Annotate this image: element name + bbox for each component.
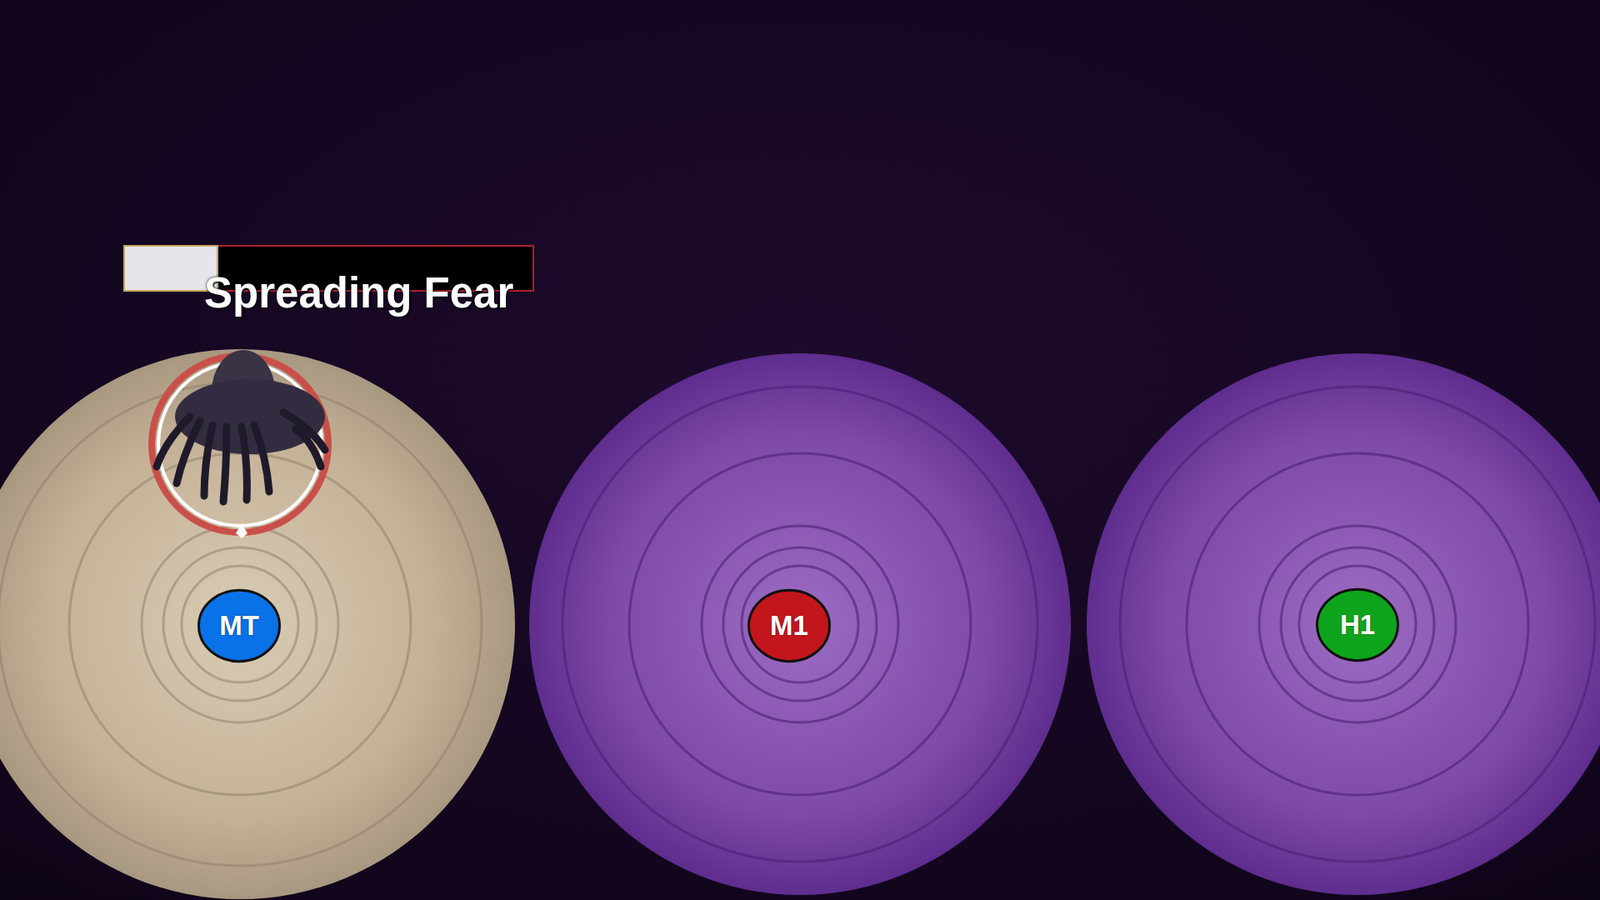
marker-label: MT [219,610,260,642]
marker-badge: M1 [747,589,831,663]
platform-dark [529,353,1071,895]
marker-badge: MT [197,589,281,663]
platform-lit [0,349,515,900]
marker-shape [1317,589,1399,660]
cast-name: Spreading Fear [204,268,514,318]
boss-figure [151,350,329,539]
marker-badge: H1 [1315,588,1400,662]
marker-label: H1 [1340,609,1375,641]
marker-label: M1 [770,610,809,642]
marker-shape [199,590,280,661]
platform-dark [1086,353,1600,895]
marker-shape [749,590,830,661]
